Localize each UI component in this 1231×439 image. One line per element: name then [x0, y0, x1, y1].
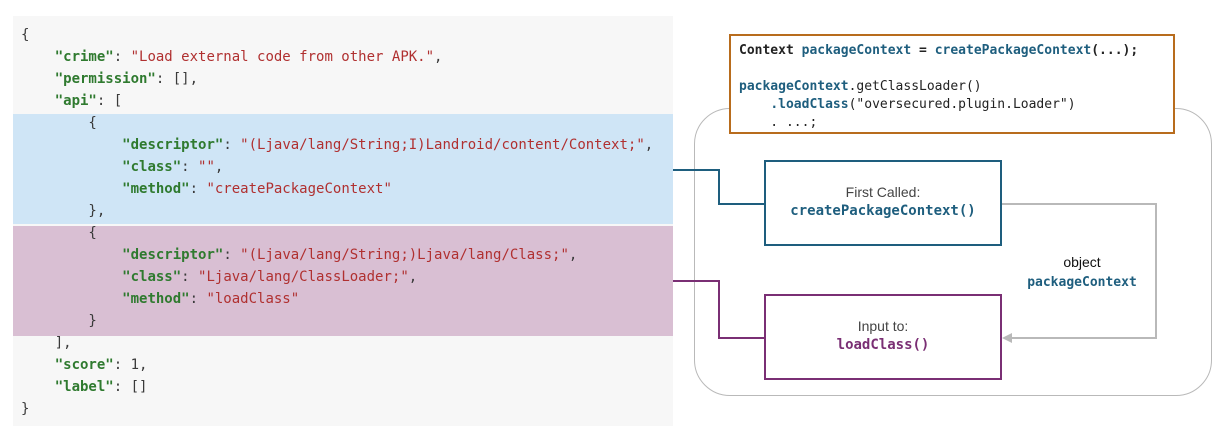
first-called-function: createPackageContext() — [790, 203, 976, 219]
java-token: ("oversecured.plugin.Loader") — [848, 97, 1076, 112]
java-token: createPackageContext — [934, 43, 1092, 58]
json-token: "crime" — [54, 49, 114, 65]
json-token: { — [21, 115, 97, 131]
java-token: .getClassLoader() — [848, 79, 982, 94]
java-code-box: Context packageContext = createPackageCo… — [729, 34, 1175, 134]
java-token: packageContext — [739, 79, 849, 94]
java-token: = — [911, 43, 935, 58]
json-token: , — [214, 159, 224, 175]
json-code-line: { — [21, 112, 97, 134]
json-token: "createPackageContext" — [206, 181, 392, 197]
json-token: "class" — [122, 269, 182, 285]
json-token: , — [568, 247, 578, 263]
json-token: "api" — [54, 93, 97, 109]
json-token: : — [223, 137, 241, 153]
json-token: } — [21, 401, 30, 417]
json-token: "loadClass" — [206, 291, 300, 307]
json-token: { — [21, 225, 97, 241]
java-code-line: . ...; — [739, 114, 1165, 132]
json-token: }, — [21, 203, 106, 219]
json-token: "class" — [122, 159, 182, 175]
json-code-line: "score": 1, — [21, 354, 148, 376]
json-code-line: { — [21, 222, 97, 244]
json-code-line: "class": "Ljava/lang/ClassLoader;", — [21, 266, 417, 288]
object-arrow — [1002, 203, 1157, 343]
json-code-line: "descriptor": "(Ljava/lang/String;)Ljava… — [21, 244, 577, 266]
json-token: "" — [198, 159, 215, 175]
input-to-label: Input to: — [857, 318, 909, 334]
json-code-line: "class": "", — [21, 156, 223, 178]
blue-connector — [673, 169, 764, 205]
input-to-box: Input to: loadClass() — [764, 294, 1002, 380]
object-label: object — [1063, 254, 1101, 270]
json-token: "score" — [54, 357, 114, 373]
java-code-line: Context packageContext = createPackageCo… — [739, 42, 1165, 60]
first-called-label: First Called: — [845, 184, 921, 200]
java-code-line: packageContext.getClassLoader() — [739, 78, 1165, 96]
input-to-function: loadClass() — [836, 337, 930, 353]
object-name: packageContext — [1027, 275, 1137, 290]
java-token: . ...; — [739, 115, 818, 130]
json-token: : — [223, 247, 241, 263]
json-token: : [] — [113, 379, 148, 395]
json-token: , — [408, 269, 418, 285]
json-code-line: "descriptor": "(Ljava/lang/String;I)Land… — [21, 134, 653, 156]
json-token: "method" — [122, 181, 190, 197]
json-token: , — [434, 49, 443, 65]
json-token: : [], — [155, 71, 199, 87]
api-entry-2-highlight — [13, 226, 673, 336]
json-token: : — [189, 291, 207, 307]
json-code-line: ], — [21, 332, 72, 354]
json-code-line: "api": [ — [21, 90, 122, 112]
json-code-line: } — [21, 310, 97, 332]
java-code-line: .loadClass("oversecured.plugin.Loader") — [739, 96, 1165, 114]
json-token: { — [21, 27, 30, 43]
json-token: , — [644, 137, 654, 153]
json-token: "descriptor" — [122, 247, 224, 263]
java-token: (...); — [1091, 43, 1139, 58]
json-token: "Load external code from other APK." — [130, 49, 435, 65]
json-token: "permission" — [54, 71, 156, 87]
purple-connector — [673, 280, 764, 339]
json-code-line: { — [21, 24, 29, 46]
json-token: "(Ljava/lang/String;)Ljava/lang/Class;" — [240, 247, 569, 263]
api-entry-1-highlight — [13, 114, 673, 224]
json-token: : — [113, 49, 131, 65]
json-code-panel: { "crime": "Load external code from othe… — [13, 16, 673, 426]
json-code-line: "label": [] — [21, 376, 148, 398]
json-code-line: "permission": [], — [21, 68, 198, 90]
java-token: packageContext — [801, 43, 912, 58]
json-token: } — [21, 313, 97, 329]
json-token: : 1, — [113, 357, 148, 373]
json-token: : [ — [96, 93, 123, 109]
json-code-line: } — [21, 398, 29, 420]
java-token: Context — [739, 43, 802, 58]
json-code-line: }, — [21, 200, 105, 222]
json-token: : — [181, 269, 199, 285]
first-called-box: First Called: createPackageContext() — [764, 160, 1002, 246]
json-token: : — [189, 181, 207, 197]
json-code-line: "crime": "Load external code from other … — [21, 46, 443, 68]
java-token: .loadClass — [770, 97, 849, 112]
json-token: : — [181, 159, 199, 175]
json-code-line: "method": "loadClass" — [21, 288, 299, 310]
json-token: "Ljava/lang/ClassLoader;" — [198, 269, 409, 285]
json-token: "descriptor" — [122, 137, 224, 153]
json-code-line: "method": "createPackageContext" — [21, 178, 392, 200]
json-token: ], — [21, 335, 72, 351]
json-token: "label" — [54, 379, 114, 395]
json-token: "method" — [122, 291, 190, 307]
json-token: "(Ljava/lang/String;I)Landroid/content/C… — [240, 137, 645, 153]
